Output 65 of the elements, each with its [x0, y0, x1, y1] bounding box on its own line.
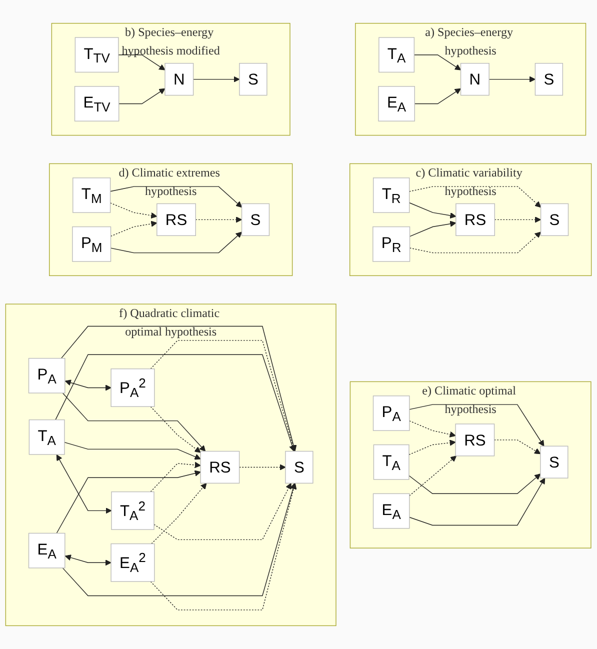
- arrow: [110, 232, 242, 254]
- arrow: [238, 464, 286, 470]
- arrow: [192, 76, 240, 82]
- node-box: E$_{TV}$: [74, 86, 120, 122]
- node-box: E$_{A}$: [378, 86, 415, 122]
- node-box: T$_{A}$: [28, 419, 65, 455]
- node-box: RS: [200, 450, 240, 484]
- arrow: [409, 232, 542, 254]
- arrow: [56, 470, 201, 534]
- arrow: [151, 482, 207, 544]
- arrow: [150, 406, 201, 453]
- arrow: [408, 186, 542, 208]
- arrow: [150, 482, 297, 610]
- node-box: P$_{A}$: [372, 396, 410, 431]
- node-box: RS: [156, 203, 196, 236]
- node-box: T$_{TV}$: [74, 37, 119, 73]
- arrow: [408, 440, 456, 456]
- arrow: [154, 482, 292, 540]
- arrow: [409, 456, 457, 496]
- arrow: [195, 216, 242, 223]
- node-box: S: [285, 450, 314, 484]
- arrow: [414, 54, 462, 70]
- arrow: [110, 186, 242, 208]
- arrow: [118, 54, 166, 70]
- arrow: [409, 220, 456, 237]
- node-box: S: [540, 446, 568, 478]
- node-box: E$_{A}$: [372, 493, 410, 529]
- arrow: [110, 220, 158, 237]
- arrow: [118, 88, 166, 104]
- node-box: T$_{A}$: [378, 37, 415, 73]
- arrow: [414, 88, 462, 104]
- arrow: [110, 202, 158, 219]
- node-box: P$_{R}$: [372, 226, 410, 262]
- node-box: T$_{M}$: [72, 178, 111, 213]
- node-box: RS: [456, 203, 495, 236]
- arrow: [55, 354, 296, 452]
- node-box: T$_{R}$: [372, 178, 410, 213]
- arrow: [494, 440, 541, 454]
- arrow: [494, 216, 542, 223]
- arrow: [488, 76, 536, 82]
- arrow: [62, 482, 296, 596]
- arrow: [150, 462, 201, 492]
- node-box: N: [164, 62, 194, 96]
- node-box: S: [540, 203, 569, 236]
- node-box: S: [241, 203, 270, 236]
- node-box: E$_{A}$: [28, 532, 66, 568]
- node-box: RS: [455, 424, 495, 456]
- arrow: [56, 454, 112, 514]
- node-box: S: [239, 62, 268, 96]
- node-box: N: [460, 62, 490, 96]
- arrow: [150, 340, 296, 452]
- node-box: P$_{M}$: [72, 226, 112, 262]
- arrow: [408, 474, 541, 494]
- arrow: [64, 554, 112, 566]
- arrow: [409, 478, 546, 526]
- node-box: P$_{A}$: [28, 358, 66, 394]
- arrow: [409, 404, 544, 446]
- node-box: T$_{A}$: [373, 444, 410, 480]
- node-box: S: [534, 62, 564, 96]
- arrow: [408, 202, 456, 219]
- arrow: [409, 420, 456, 438]
- arrow: [64, 442, 201, 460]
- arrow: [60, 326, 297, 452]
- arrow: [62, 392, 206, 452]
- arrow: [64, 380, 112, 391]
